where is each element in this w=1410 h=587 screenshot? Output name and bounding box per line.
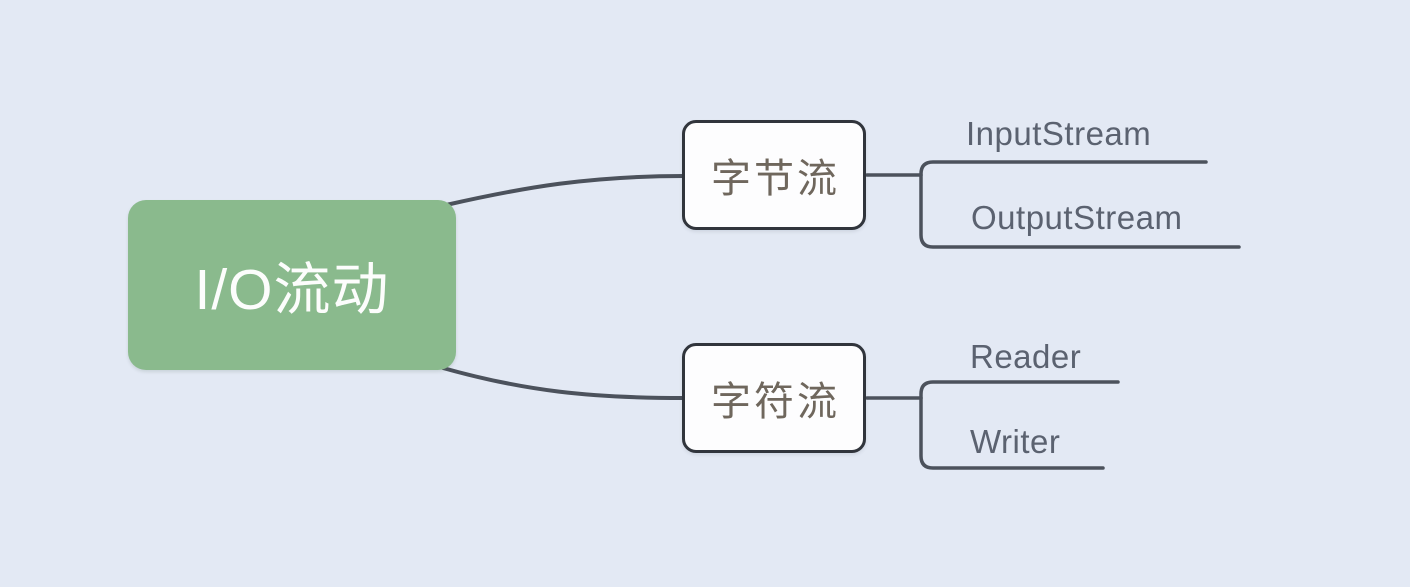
byte-children-bracket-underlines: [919, 160, 1241, 249]
char-stream-label: 字符流: [711, 380, 840, 424]
leaf-label-writer: Writer: [970, 423, 1061, 460]
root-to-char-branch-curve: [441, 366, 686, 400]
leaf-label-outputstream: OutputStream: [971, 199, 1183, 236]
leaf-label-reader: Reader: [970, 338, 1082, 375]
branch-node-byte-stream: 字节流: [682, 120, 866, 230]
leaf-label-inputstream: InputStream: [966, 115, 1152, 152]
char-children-bracket-underlines: [919, 380, 1120, 470]
root-to-byte-branch-curve: [444, 174, 686, 207]
root-node-label: I/O流动: [194, 258, 390, 322]
branch-node-char-stream: 字符流: [682, 343, 866, 453]
root-node-io-stream: I/O流动: [128, 200, 456, 370]
byte-stream-label: 字节流: [711, 157, 840, 201]
